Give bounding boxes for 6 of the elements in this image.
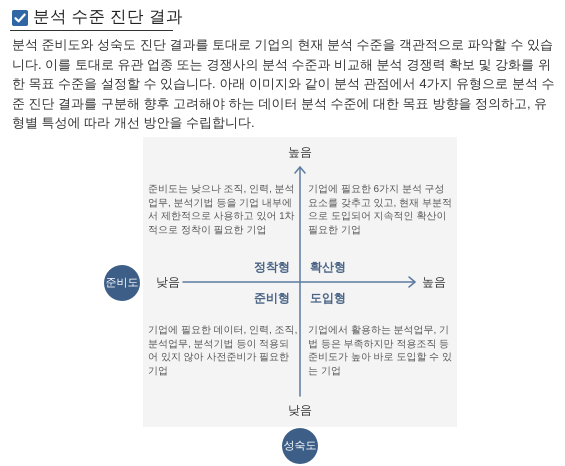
section-title: 분석 수준 진단 결과 <box>33 7 183 28</box>
axis-label: 높음 <box>287 144 313 160</box>
axis-label: 낮음 <box>287 402 313 418</box>
axis-label: 높음 <box>422 274 446 290</box>
intro-paragraph: 분석 준비도와 성숙도 진단 결과를 토대로 기업의 현재 분석 수준을 객관적으로 파악할 수 있습니다. 이를 토대로 유관 업종 또는 경쟁사의 분석 수준과 비교해 분석 경쟁력 확보 및 강화를 위한 목표 수준을 설정할 수 있습니다. 아래 이미지와 같이 분석 관점에서 4가지 유형으로 분석 수준 진단 결과를 구분해 향후 고려해야 하는 데이터 분석 수준에 대한 목표 방향을 정의하고, 유형별 특성에 따라 개선 방안을 수립합니다. <box>12 36 556 132</box>
axis-label: 낮음 <box>156 274 180 290</box>
